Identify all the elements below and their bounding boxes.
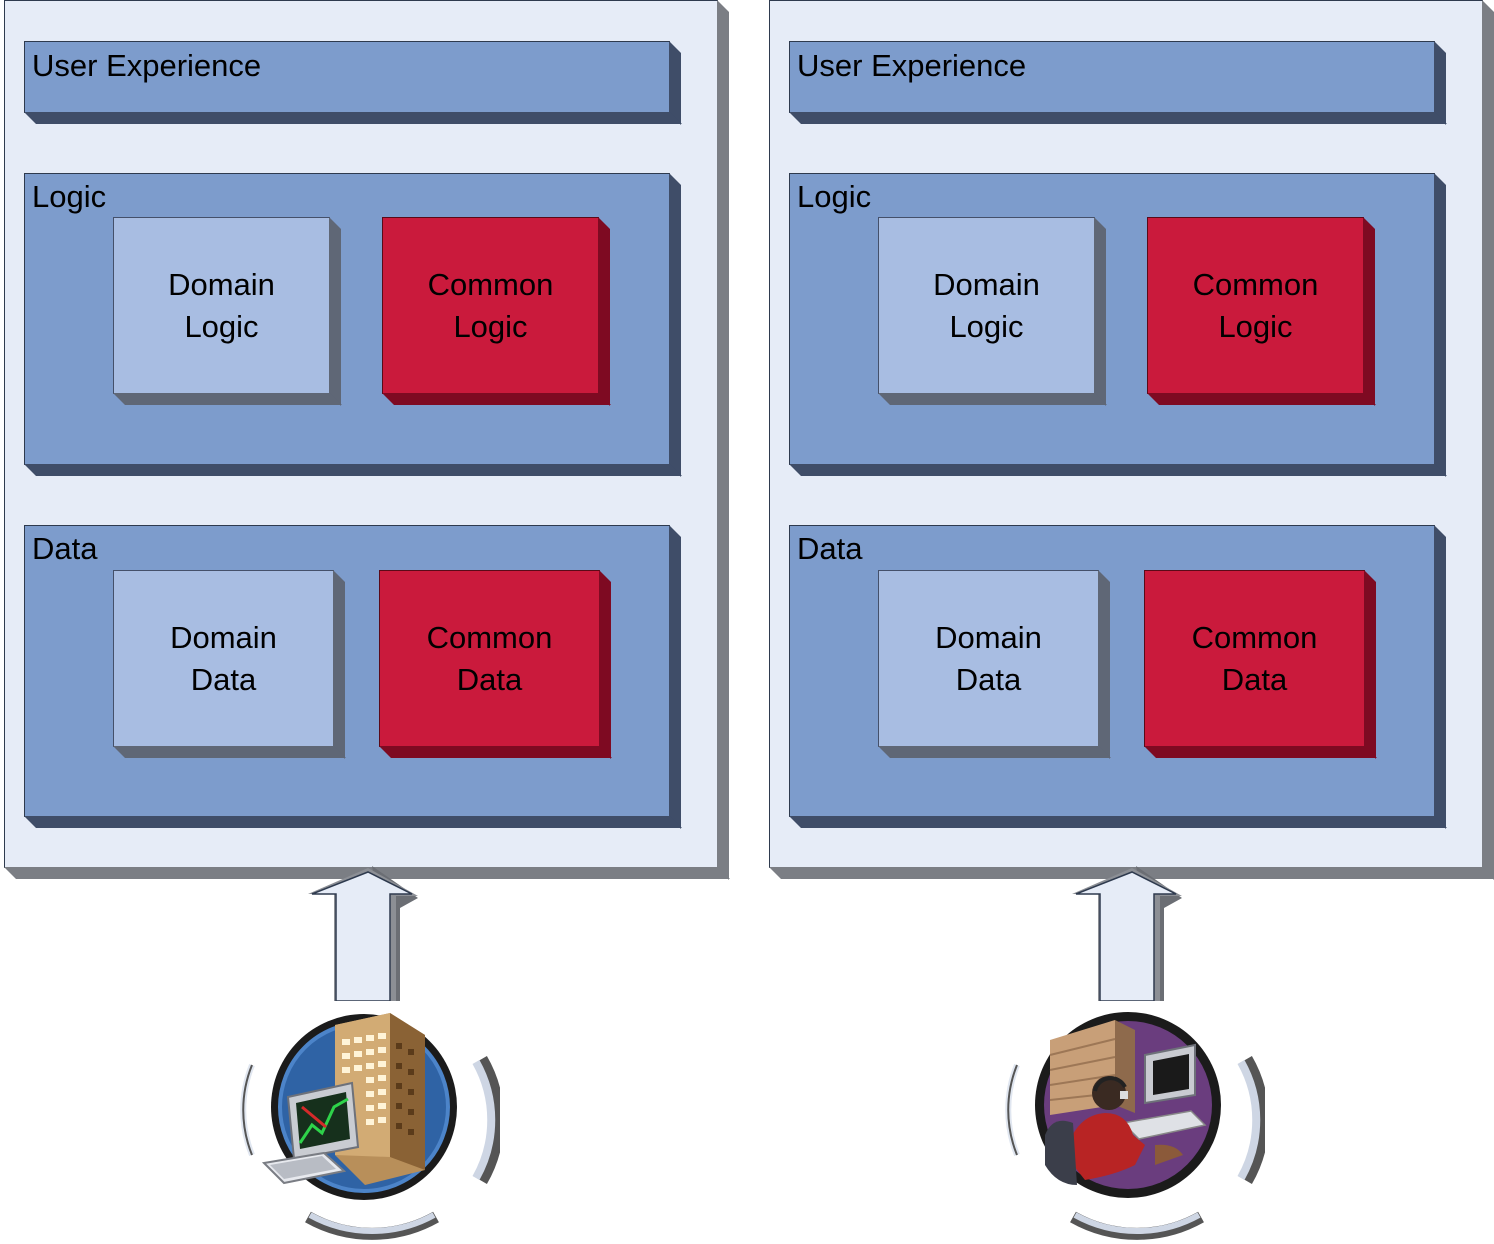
logic-tier: Logic Domain Logic Common Logic: [24, 173, 670, 465]
data-label: Data: [797, 531, 863, 566]
data-label: Data: [32, 531, 98, 566]
common-data-box: Common Data: [379, 570, 600, 747]
domain-data-box: Domain Data: [113, 570, 334, 747]
architecture-stack-right: User Experience Logic Domain Logic Commo…: [765, 0, 1494, 884]
data-tier: Data Domain Data Common Data: [789, 525, 1435, 817]
data-tier: Data Domain Data Common Data: [24, 525, 670, 817]
up-arrow-icon: [308, 866, 418, 1001]
common-data-label: Common Data: [426, 619, 553, 697]
logic-label: Logic: [32, 179, 107, 214]
user-experience-tier: User Experience: [24, 41, 670, 113]
common-data-box: Common Data: [1144, 570, 1365, 747]
domain-logic-box: Domain Logic: [878, 217, 1095, 394]
common-data-label: Common Data: [1191, 619, 1318, 697]
domain-logic-box: Domain Logic: [113, 217, 330, 394]
domain-data-label: Domain Data: [170, 619, 277, 697]
user-experience-tier: User Experience: [789, 41, 1435, 113]
common-logic-label: Common Logic: [427, 266, 554, 344]
domain-data-label: Domain Data: [935, 619, 1042, 697]
domain-logic-label: Domain Logic: [933, 266, 1040, 344]
common-logic-box: Common Logic: [382, 217, 599, 394]
domain-logic-label: Domain Logic: [168, 266, 275, 344]
user-experience-label: User Experience: [32, 48, 262, 83]
logic-label: Logic: [797, 179, 872, 214]
domain-data-box: Domain Data: [878, 570, 1099, 747]
call-center-operator-icon: [1005, 1012, 1265, 1240]
common-logic-label: Common Logic: [1192, 266, 1319, 344]
logic-tier: Logic Domain Logic Common Logic: [789, 173, 1435, 465]
office-building-computer-icon: [240, 1013, 500, 1240]
up-arrow-icon: [1072, 866, 1182, 1001]
common-logic-box: Common Logic: [1147, 217, 1364, 394]
user-experience-label: User Experience: [797, 48, 1027, 83]
architecture-stack-left: User Experience Logic Domain Logic Commo…: [0, 0, 730, 884]
